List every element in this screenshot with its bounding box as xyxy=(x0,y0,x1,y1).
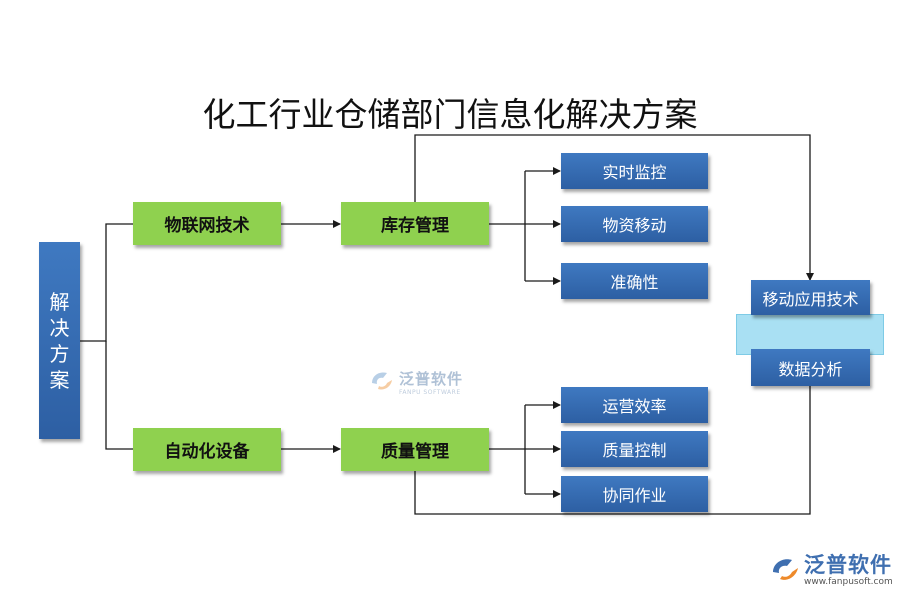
mobile-app-box: 移动应用技术 xyxy=(751,280,870,315)
corner-watermark: 泛普软件 www.fanpusoft.com xyxy=(770,553,893,588)
root-char: 案 xyxy=(49,367,70,392)
realtime-monitor-box: 实时监控 xyxy=(561,153,708,189)
quality-control-box: 质量控制 xyxy=(561,431,708,467)
automation-box: 自动化设备 xyxy=(133,428,281,471)
center-watermark: 泛普软件 FANPU SOFTWARE xyxy=(368,368,463,396)
collaboration-box: 协同作业 xyxy=(561,476,708,512)
material-movement-box: 物资移动 xyxy=(561,206,708,242)
data-analysis-box: 数据分析 xyxy=(751,349,870,386)
accuracy-box: 准确性 xyxy=(561,263,708,299)
root-char: 决 xyxy=(49,315,70,340)
corner-watermark-name: 泛普软件 xyxy=(804,553,892,577)
inventory-to-mobile-arrow xyxy=(414,134,814,281)
root-char: 方 xyxy=(49,341,70,366)
watermark-sub: FANPU SOFTWARE xyxy=(399,389,461,396)
quality-box: 质量管理 xyxy=(341,428,489,471)
page-title: 化工行业仓储部门信息化解决方案 xyxy=(202,95,698,134)
inventory-box: 库存管理 xyxy=(341,202,489,245)
root-connector xyxy=(80,223,133,342)
iot-box: 物联网技术 xyxy=(133,202,281,245)
root-char: 解 xyxy=(49,289,70,314)
fanpu-logo-icon xyxy=(773,558,798,580)
corner-watermark-url: www.fanpusoft.com xyxy=(804,577,893,587)
fanpu-logo-icon xyxy=(372,372,392,390)
operation-efficiency-box: 运营效率 xyxy=(561,387,708,423)
watermark-name: 泛普软件 xyxy=(399,370,464,388)
solution-root-box: 解 决 方 案 xyxy=(39,242,80,439)
quality-to-analysis-connector xyxy=(414,386,811,515)
